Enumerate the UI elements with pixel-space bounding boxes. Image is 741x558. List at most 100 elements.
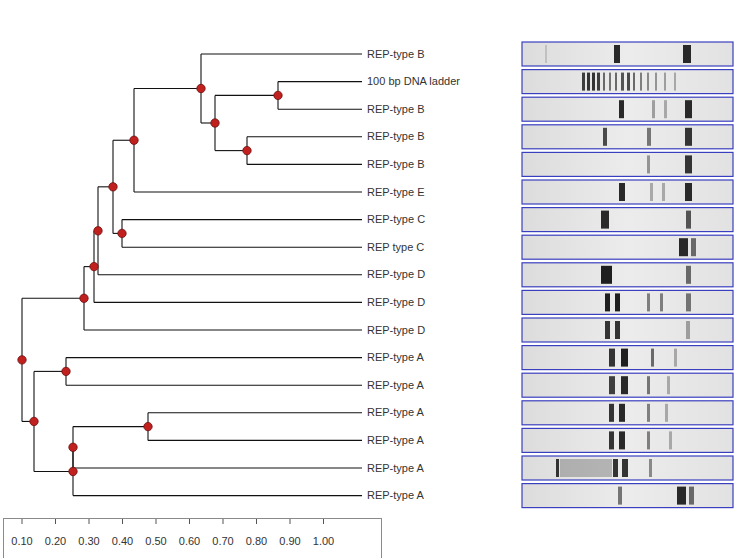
gel-band <box>667 376 670 394</box>
gel-band <box>647 293 650 311</box>
node-dot <box>80 294 88 302</box>
gel-band <box>685 128 692 146</box>
gel-band <box>603 128 607 146</box>
gel-band <box>609 431 614 449</box>
gel-band <box>669 431 672 449</box>
gel-band <box>691 238 696 256</box>
gel-band <box>679 238 688 256</box>
scale-tick <box>290 519 291 524</box>
row-label: REP-type A <box>367 379 424 392</box>
gel-lane <box>522 318 733 342</box>
gel-lane <box>522 125 733 149</box>
tree-branch <box>34 371 66 372</box>
gel-band <box>685 183 692 201</box>
gel-band <box>621 376 628 394</box>
tree-branch <box>148 412 362 413</box>
row-label: REP-type B <box>367 48 424 61</box>
tree-branch <box>247 164 362 165</box>
row-label: REP type C <box>367 241 424 254</box>
row-label: REP-type D <box>367 324 425 337</box>
gel-lane <box>522 346 733 370</box>
gel-band <box>582 73 585 91</box>
gel-band <box>652 100 655 118</box>
tree-branch <box>73 495 362 496</box>
gel-band <box>647 431 650 449</box>
gel-band <box>686 293 691 311</box>
row-label: REP-type A <box>367 489 424 502</box>
node-dot <box>94 227 102 235</box>
gel-band <box>619 431 625 449</box>
gel-band <box>621 73 624 91</box>
scale-tick <box>22 519 23 524</box>
node-dot <box>243 146 251 154</box>
gel-lane <box>522 401 733 425</box>
node-dot <box>90 262 98 270</box>
gel-lane <box>522 42 733 66</box>
node-dot <box>30 417 38 425</box>
gel-band <box>613 459 618 477</box>
gel-band <box>615 73 617 91</box>
gel-band <box>603 73 605 91</box>
gel-band <box>601 211 609 229</box>
gel-band <box>674 73 676 91</box>
node-dot <box>197 84 205 92</box>
gel-band <box>647 376 650 394</box>
gel-band <box>605 321 610 339</box>
gel-band <box>655 73 657 91</box>
row-label: REP-type C <box>367 213 425 226</box>
gel-band <box>615 293 620 311</box>
tree-branch <box>73 467 362 468</box>
node-dot <box>211 119 219 127</box>
gel-band <box>647 128 651 146</box>
node-dot <box>274 91 282 99</box>
row-label: REP-type B <box>367 130 424 143</box>
tree-branch <box>201 53 362 54</box>
tree-branch <box>134 191 362 192</box>
tree-branch <box>22 298 84 299</box>
tree-branch <box>122 219 362 220</box>
gel-band <box>686 321 690 339</box>
gel-band <box>609 349 615 367</box>
gel-band <box>689 487 694 505</box>
gel-lane <box>522 97 733 121</box>
node-dot <box>109 183 117 191</box>
tree-branch <box>66 357 362 358</box>
scale-number: 0.70 <box>212 535 233 548</box>
gel-band <box>647 73 649 91</box>
gel-band <box>609 73 611 91</box>
gel-lane <box>522 70 733 94</box>
gel-lane <box>522 263 733 287</box>
gel-band <box>601 266 612 284</box>
tree-branch <box>94 302 362 303</box>
row-label: REP-type D <box>367 268 425 281</box>
gel-band <box>649 459 652 477</box>
gel-band <box>647 404 650 422</box>
gel-lane <box>522 208 733 232</box>
gel-band <box>640 73 642 91</box>
tree-branch <box>278 109 362 110</box>
node-dot <box>62 367 70 375</box>
scale-tick <box>256 519 257 524</box>
scale-tick <box>122 519 123 524</box>
row-label: REP-type B <box>367 158 424 171</box>
gel-band <box>662 183 665 201</box>
scale-tick <box>55 519 56 524</box>
gel-band <box>556 459 559 477</box>
tree-branch <box>148 440 362 441</box>
gel-band <box>685 100 692 118</box>
gel-band <box>660 293 663 311</box>
gel-band <box>545 45 547 63</box>
gel-band <box>664 100 667 118</box>
tree-branch <box>34 471 73 472</box>
gel-lane <box>522 456 733 480</box>
gel-band <box>633 73 635 91</box>
gel-band <box>597 73 600 91</box>
tree-branch <box>122 247 362 248</box>
node-dot <box>69 443 77 451</box>
gel-band <box>614 45 620 63</box>
row-label: REP-type A <box>367 462 424 475</box>
tree-branch <box>278 81 362 82</box>
gel-lane <box>522 290 733 314</box>
tree-branch <box>73 426 148 427</box>
gel-band <box>647 155 650 173</box>
